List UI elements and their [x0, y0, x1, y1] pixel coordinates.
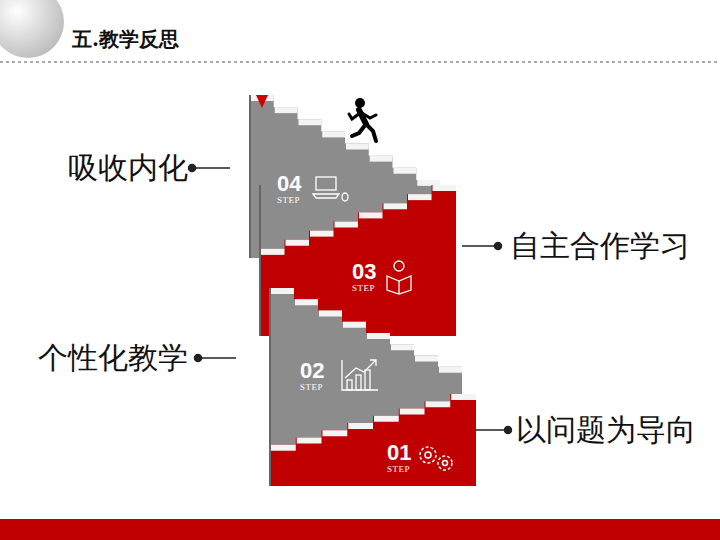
stair-tread — [367, 333, 390, 339]
stair-tread — [335, 222, 359, 228]
stair-tread — [319, 311, 342, 317]
step-caption: 自主合作学习 — [510, 229, 690, 263]
stair-tread — [271, 445, 296, 451]
stair-tread — [384, 203, 408, 209]
step-caption: 以问题为导向 — [516, 413, 696, 447]
step-word: STEP — [277, 195, 308, 205]
stair-tread — [322, 131, 345, 137]
stair-tread — [343, 322, 366, 328]
stair-tread — [400, 409, 425, 415]
stair-tread — [359, 212, 383, 218]
flight-edge — [269, 394, 271, 486]
leader-lines — [189, 165, 512, 434]
stair-tread — [286, 240, 310, 246]
stair-tread — [417, 180, 440, 186]
stair-tread — [433, 185, 457, 191]
step-word: STEP — [352, 283, 383, 293]
footer-bar — [0, 519, 720, 540]
stair-tread — [299, 119, 322, 125]
stair-tread — [348, 423, 373, 429]
stair-tread — [310, 231, 334, 237]
stair-tread — [394, 168, 417, 174]
stair-flight — [270, 394, 476, 486]
step-block: 03STEP — [349, 259, 386, 295]
stair-tread — [271, 288, 294, 294]
step-caption: 个性化教学 — [38, 341, 188, 375]
step-number: 03 — [352, 261, 383, 283]
stair-tread — [275, 107, 298, 113]
step-number: 04 — [277, 173, 308, 195]
stair-tread — [415, 356, 438, 362]
reader-icon — [387, 261, 411, 294]
red-marker — [256, 95, 268, 108]
stair-tread — [261, 249, 285, 255]
stair-tread — [408, 194, 432, 200]
step-block: 04STEP — [274, 171, 311, 207]
step-number: 02 — [300, 360, 331, 382]
slide-title: 五.教学反思 — [72, 26, 179, 53]
stair-tread — [391, 344, 414, 350]
step-word: STEP — [300, 382, 331, 392]
step-caption: 吸收内化 — [68, 151, 188, 185]
stair-tread — [295, 299, 318, 305]
stair-tread — [439, 367, 462, 373]
stair-tread — [374, 416, 399, 422]
stair-tread — [370, 156, 393, 162]
flight-edge — [249, 95, 251, 258]
header-rule — [0, 62, 720, 63]
step-block: 02STEP — [297, 358, 334, 394]
stair-tread — [426, 401, 451, 407]
walking-person — [349, 98, 376, 141]
flight-edge — [259, 185, 261, 336]
stair-tread — [451, 394, 476, 400]
computer-icon — [313, 177, 348, 201]
stair-tread — [346, 144, 369, 150]
stair-flights — [250, 95, 476, 486]
gears-icon — [420, 447, 452, 470]
step-word: STEP — [387, 464, 418, 474]
chart-icon — [342, 360, 378, 390]
stair-tread — [297, 438, 322, 444]
corner-ball — [0, 0, 64, 58]
stair-tread — [323, 430, 348, 436]
step-number: 01 — [387, 442, 418, 464]
step-block: 01STEP — [384, 440, 421, 476]
